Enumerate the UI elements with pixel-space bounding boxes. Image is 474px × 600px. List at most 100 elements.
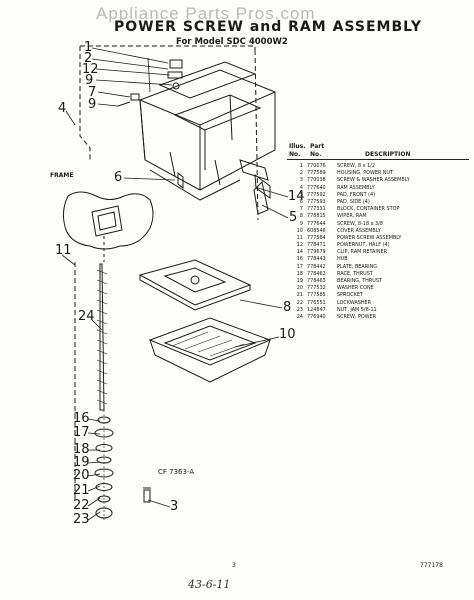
parts-list-row: 19 778463 BEARING, THRUST (287, 278, 472, 285)
illus-number: 2 (299, 170, 303, 177)
frame-cutout-drawing (62, 191, 154, 262)
header-illus: Illus. (289, 143, 306, 150)
document-number: 777178 (420, 562, 443, 569)
illus-number: 19 (296, 278, 303, 284)
illus-number: 9 (299, 220, 303, 227)
illus-number: 7 (299, 206, 303, 213)
illus-number: 23 (296, 306, 303, 313)
parts-list-row: 11 777584 POWER SCREW ASSEMBLY (287, 235, 472, 242)
callout-4: 4 (58, 101, 67, 116)
header-part: Part (310, 143, 325, 150)
part-number: 776940 (307, 313, 326, 320)
callout-6: 6 (114, 170, 123, 185)
part-description: PLATE, BEARING (337, 263, 378, 270)
parts-list-row: 7 777331 BLOCK, CONTAINER STOP (287, 206, 472, 213)
illus-number: 18 (296, 270, 303, 277)
parts-list-row: 18 778462 RACE, THRUST (287, 271, 472, 278)
callout-12: 12 (82, 62, 99, 77)
callout-21: 21 (73, 483, 90, 498)
callout-5: 5 (289, 210, 298, 225)
parts-list-header: Illus. Part No. No. DESCRIPTION (287, 143, 472, 163)
part-description: SCREW, POWER (337, 313, 377, 320)
callout-leader-lines (61, 47, 289, 521)
part-number: 770038 (307, 177, 326, 184)
part-number: 778815 (307, 213, 326, 220)
part-number: 124847 (307, 306, 326, 313)
callout-7: 7 (88, 85, 97, 100)
ram-wiper-drawing (138, 259, 252, 311)
illus-number: 20 (296, 285, 303, 292)
part-description: RACE, THRUST (337, 270, 373, 277)
part-description: POWER SCREW ASSEMBLY (337, 234, 402, 241)
part-number: 776551 (307, 299, 326, 306)
part-description: COVER ASSEMBLY (337, 227, 381, 234)
part-number: 777331 (307, 206, 326, 213)
part-description: SPROCKET (337, 292, 364, 299)
watermark-text: Appliance Parts Pros.com (96, 4, 316, 23)
part-description: LOCKWASHER (337, 299, 372, 306)
part-description: WIPER, RAM (337, 213, 367, 220)
part-description: NUT, JAM 5/8-11 (337, 306, 377, 313)
part-number: 777589 (307, 170, 326, 177)
header-description: DESCRIPTION (365, 151, 411, 158)
parts-list-row: 5 777592 PAD, FRONT (4) (287, 192, 472, 199)
callout-10: 10 (279, 327, 296, 342)
illus-number: 12 (296, 242, 303, 249)
part-number: 770076 (307, 163, 326, 169)
part-description: BEARING, THRUST (337, 278, 382, 284)
illus-number: 5 (299, 191, 303, 198)
part-number: 777592 (307, 191, 326, 198)
part-description: SCREW, 8-18 x 3/8 (337, 220, 383, 227)
part-number: 777585 (307, 292, 326, 299)
illus-number: 16 (296, 256, 303, 263)
illus-number: 3 (299, 177, 303, 184)
ram-bracket-top (80, 45, 256, 50)
part-description: HOUSING, POWER NUT (337, 170, 394, 177)
header-rule (287, 159, 469, 160)
parts-list-row: 23 124847 NUT, JAM 5/8-11 (287, 307, 472, 314)
part-description: PAD, FRONT (4) (337, 191, 376, 198)
part-description: BLOCK, CONTAINER STOP (337, 206, 400, 213)
page-number: 3 (232, 562, 236, 569)
part-description: SCREW & WASHER ASSEMBLY (337, 177, 410, 184)
part-description: WASHER CONE (337, 285, 374, 292)
screw-washer-drawing (143, 487, 151, 503)
part-number: 778443 (307, 256, 326, 263)
part-description: PAD, SIDE (4) (337, 198, 370, 205)
callout-1: 1 (84, 40, 93, 55)
parts-list-row: 16 778443 HUB (287, 256, 472, 263)
ram-bracket-right (254, 49, 259, 221)
part-description: CLIP, RAM RETAINER (337, 249, 387, 256)
cover-assembly-drawing (148, 317, 272, 383)
header-no2: No. (310, 151, 322, 158)
illus-number: 11 (296, 234, 303, 241)
model-subtitle: For Model SDC 4000W2 (176, 37, 288, 47)
illus-number: 1 (299, 163, 303, 169)
part-number: 777584 (307, 234, 326, 241)
parts-list-row: 2 777589 HOUSING, POWER NUT (287, 170, 472, 177)
callout-9b: 9 (88, 97, 97, 112)
part-description: POWERNUT, HALF (4) (337, 242, 390, 249)
part-number: 777644 (307, 220, 326, 227)
page-title: POWER SCREW and RAM ASSEMBLY (114, 19, 422, 35)
part-number: 778463 (307, 278, 326, 284)
callout-9: 9 (85, 73, 94, 88)
illus-number: 4 (299, 184, 303, 191)
part-description: HUB (337, 256, 348, 263)
parts-list-row: 9 777644 SCREW, 8-18 x 3/8 (287, 221, 472, 228)
callout-24: 24 (78, 309, 95, 324)
part-number: 777593 (307, 198, 326, 205)
part-number: 778462 (307, 270, 326, 277)
part-description: RAM ASSEMBLY (337, 184, 375, 191)
part-number: 778471 (307, 242, 326, 249)
power-screw-drawing (94, 263, 114, 522)
callout-18: 18 (73, 442, 90, 457)
